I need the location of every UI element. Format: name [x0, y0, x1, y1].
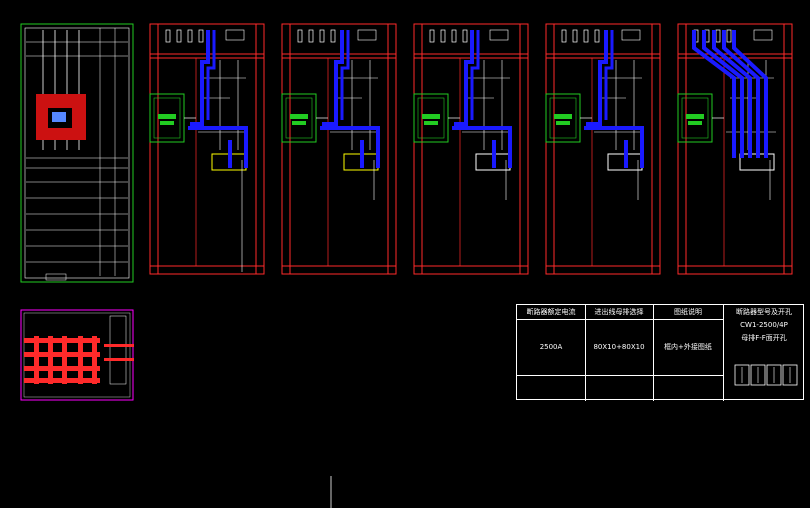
cell-current: 2500A	[539, 343, 563, 351]
cabinet-panel-3	[413, 23, 529, 275]
busbar-path	[722, 30, 760, 158]
panel-frame	[281, 23, 397, 275]
busbar-path	[584, 126, 644, 168]
busbar-path	[692, 30, 736, 158]
busbar-path	[320, 126, 380, 168]
busbar-path	[454, 30, 474, 126]
busbar-path	[190, 30, 210, 126]
busbar-path	[712, 30, 752, 158]
hole-pattern-icon	[734, 364, 798, 386]
spec-table: 断路器额定电流 进出线母排选择 图纸说明 断路器型号及开孔 2500A 80X1…	[516, 304, 804, 401]
cell-model-line2: 母排F-F面开孔	[741, 334, 787, 342]
busbar-path	[322, 30, 344, 126]
busbar-path	[586, 30, 608, 126]
busbar-path	[702, 30, 744, 158]
busbar-path	[340, 30, 350, 120]
cabinet-panel-4	[545, 23, 661, 275]
busbar-path	[470, 30, 480, 120]
cell-busbar: 80X10+80X10	[593, 343, 645, 351]
panel-frame	[677, 23, 793, 275]
cell-note: 框内+外接图纸	[664, 343, 712, 351]
busbar-path	[604, 30, 614, 120]
cabinet-panel-1	[149, 23, 265, 275]
header-note: 图纸说明	[674, 308, 702, 316]
busbar-path	[452, 126, 512, 168]
header-busbar: 进出线母排选择	[594, 308, 644, 316]
busbar-path	[206, 30, 216, 120]
busbar-section-view	[20, 309, 134, 401]
busbar-path	[732, 30, 768, 158]
cabinet-panel-2	[281, 23, 397, 275]
cell-model-line1: CW1-2500/4P	[740, 321, 788, 329]
panel-frame	[545, 23, 661, 275]
busbar-path	[188, 126, 248, 168]
cabinet-panel-5	[677, 23, 793, 275]
panel-frame	[413, 23, 529, 275]
header-rated-current: 断路器额定电流	[526, 308, 576, 316]
header-model: 断路器型号及开孔	[736, 308, 792, 316]
panel-frame	[149, 23, 265, 275]
cabinet-overview	[20, 23, 134, 283]
